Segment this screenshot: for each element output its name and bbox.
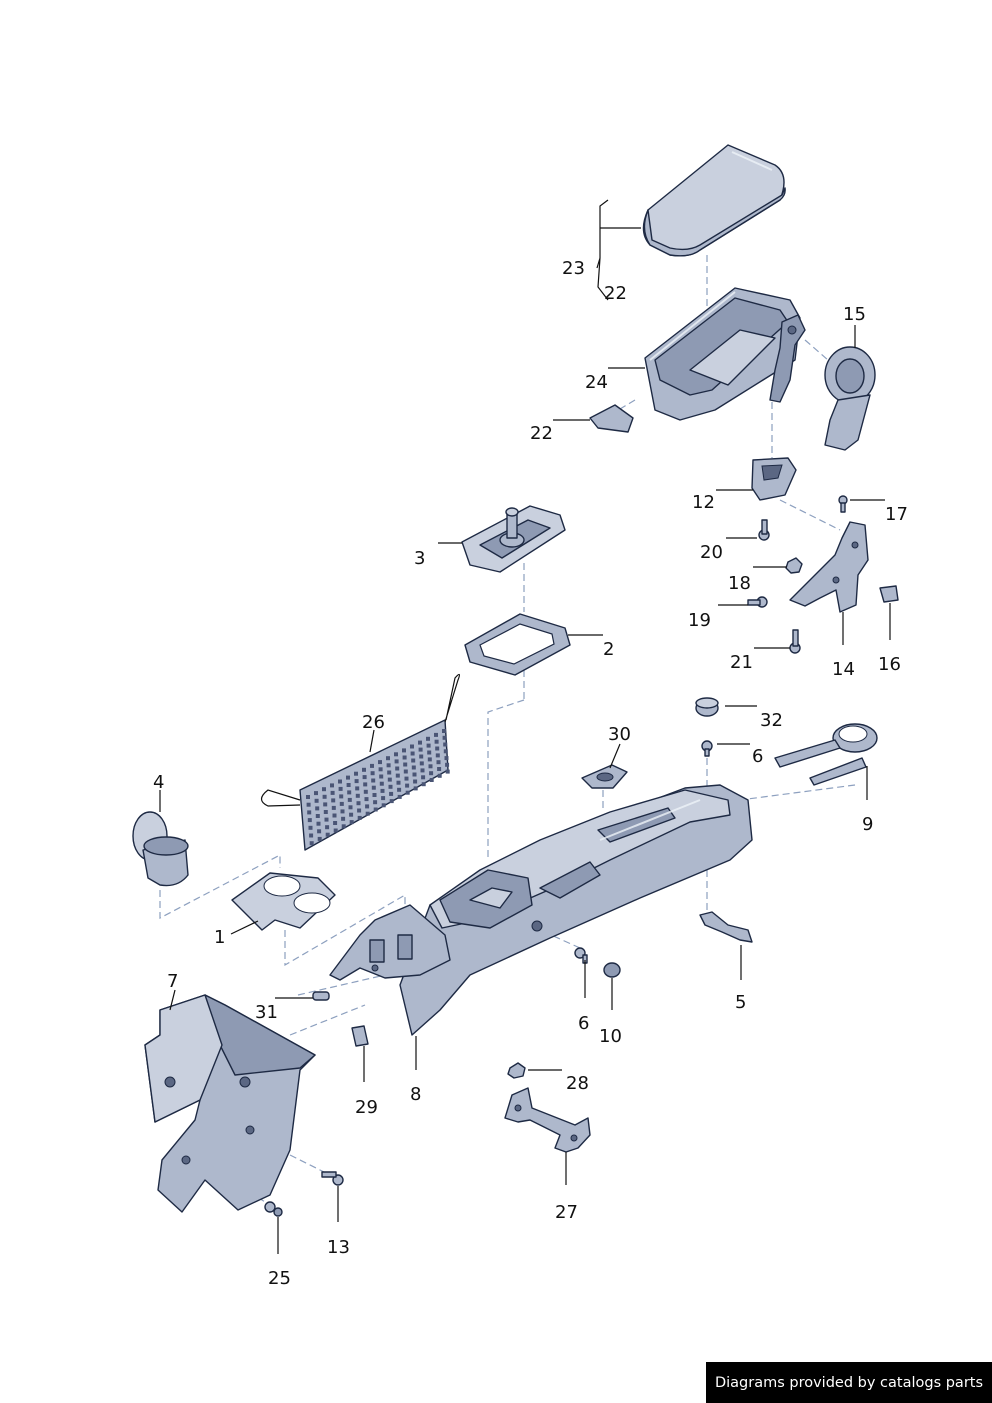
small-cap-22	[589, 404, 634, 433]
clip-29	[351, 1025, 369, 1047]
screw-25	[264, 1201, 283, 1217]
armrest-cover	[642, 144, 786, 257]
side-panel-7	[144, 994, 316, 1213]
callout-3: 3	[414, 548, 425, 569]
callout-27: 27	[555, 1202, 578, 1223]
pin-31	[312, 991, 330, 1001]
callout-26: 26	[362, 712, 385, 733]
screw-19	[747, 596, 768, 608]
bracket-14	[789, 521, 869, 613]
clip-16	[879, 585, 899, 603]
callout-21: 21	[730, 652, 753, 673]
callout-labels: 1 2 3 4 5 6 6 7 8 9 10 12 13 14 15 16 17…	[153, 258, 908, 1289]
callout-25: 25	[268, 1268, 291, 1289]
bracket-27	[504, 1087, 591, 1153]
callout-30: 30	[608, 724, 631, 745]
callout-22-cap: 22	[530, 423, 553, 444]
screw-21	[789, 629, 801, 654]
callout-20: 20	[700, 542, 723, 563]
screw-6-upper	[701, 740, 713, 757]
plug-32	[695, 697, 719, 717]
callout-24: 24	[585, 372, 608, 393]
screw-17	[838, 495, 848, 513]
cup-holder-arms-9	[774, 723, 878, 786]
callout-31: 31	[255, 1002, 278, 1023]
attribution-text: Diagrams provided by catalogs parts	[714, 1374, 984, 1391]
callout-15: 15	[843, 304, 866, 325]
callout-16: 16	[878, 654, 901, 675]
nut-18	[785, 557, 803, 574]
cupholder-mat-1	[231, 872, 336, 931]
callout-7: 7	[167, 971, 178, 992]
callout-19: 19	[688, 610, 711, 631]
callout-1: 1	[214, 927, 225, 948]
nut-28	[507, 1062, 526, 1079]
callout-18: 18	[728, 573, 751, 594]
bracket-5	[699, 911, 753, 943]
shift-boot-frame-3	[461, 505, 566, 573]
callout-22-top: 22	[604, 283, 627, 304]
storage-net-26	[260, 673, 461, 851]
callout-28: 28	[566, 1073, 589, 1094]
leader-lines	[159, 199, 891, 1254]
callout-6-upper: 6	[752, 746, 763, 767]
screw-20	[758, 519, 770, 541]
callout-9: 9	[862, 814, 873, 835]
armrest-storage-box	[644, 287, 801, 421]
callout-13: 13	[327, 1237, 350, 1258]
callout-32: 32	[760, 710, 783, 731]
cup-holder-4	[132, 811, 189, 887]
attribution-badge: Diagrams provided by catalogs parts	[706, 1362, 992, 1403]
callout-5: 5	[735, 992, 746, 1013]
clip-12	[751, 457, 797, 501]
armrest-hinge	[769, 314, 806, 403]
callout-14: 14	[832, 659, 855, 680]
callout-17: 17	[885, 504, 908, 525]
callout-23: 23	[562, 258, 585, 279]
center-console-8	[329, 784, 753, 1036]
callout-10: 10	[599, 1026, 622, 1047]
callout-8: 8	[410, 1084, 421, 1105]
screw-13	[321, 1171, 344, 1186]
frame-ring-2	[464, 613, 571, 676]
callout-29: 29	[355, 1097, 378, 1118]
callout-12: 12	[692, 492, 715, 513]
callout-6-lower: 6	[578, 1013, 589, 1034]
callout-4: 4	[153, 772, 164, 793]
callout-2: 2	[603, 639, 614, 660]
cap-30	[581, 764, 628, 789]
plug-10	[603, 962, 621, 978]
release-cover-15	[824, 346, 876, 451]
